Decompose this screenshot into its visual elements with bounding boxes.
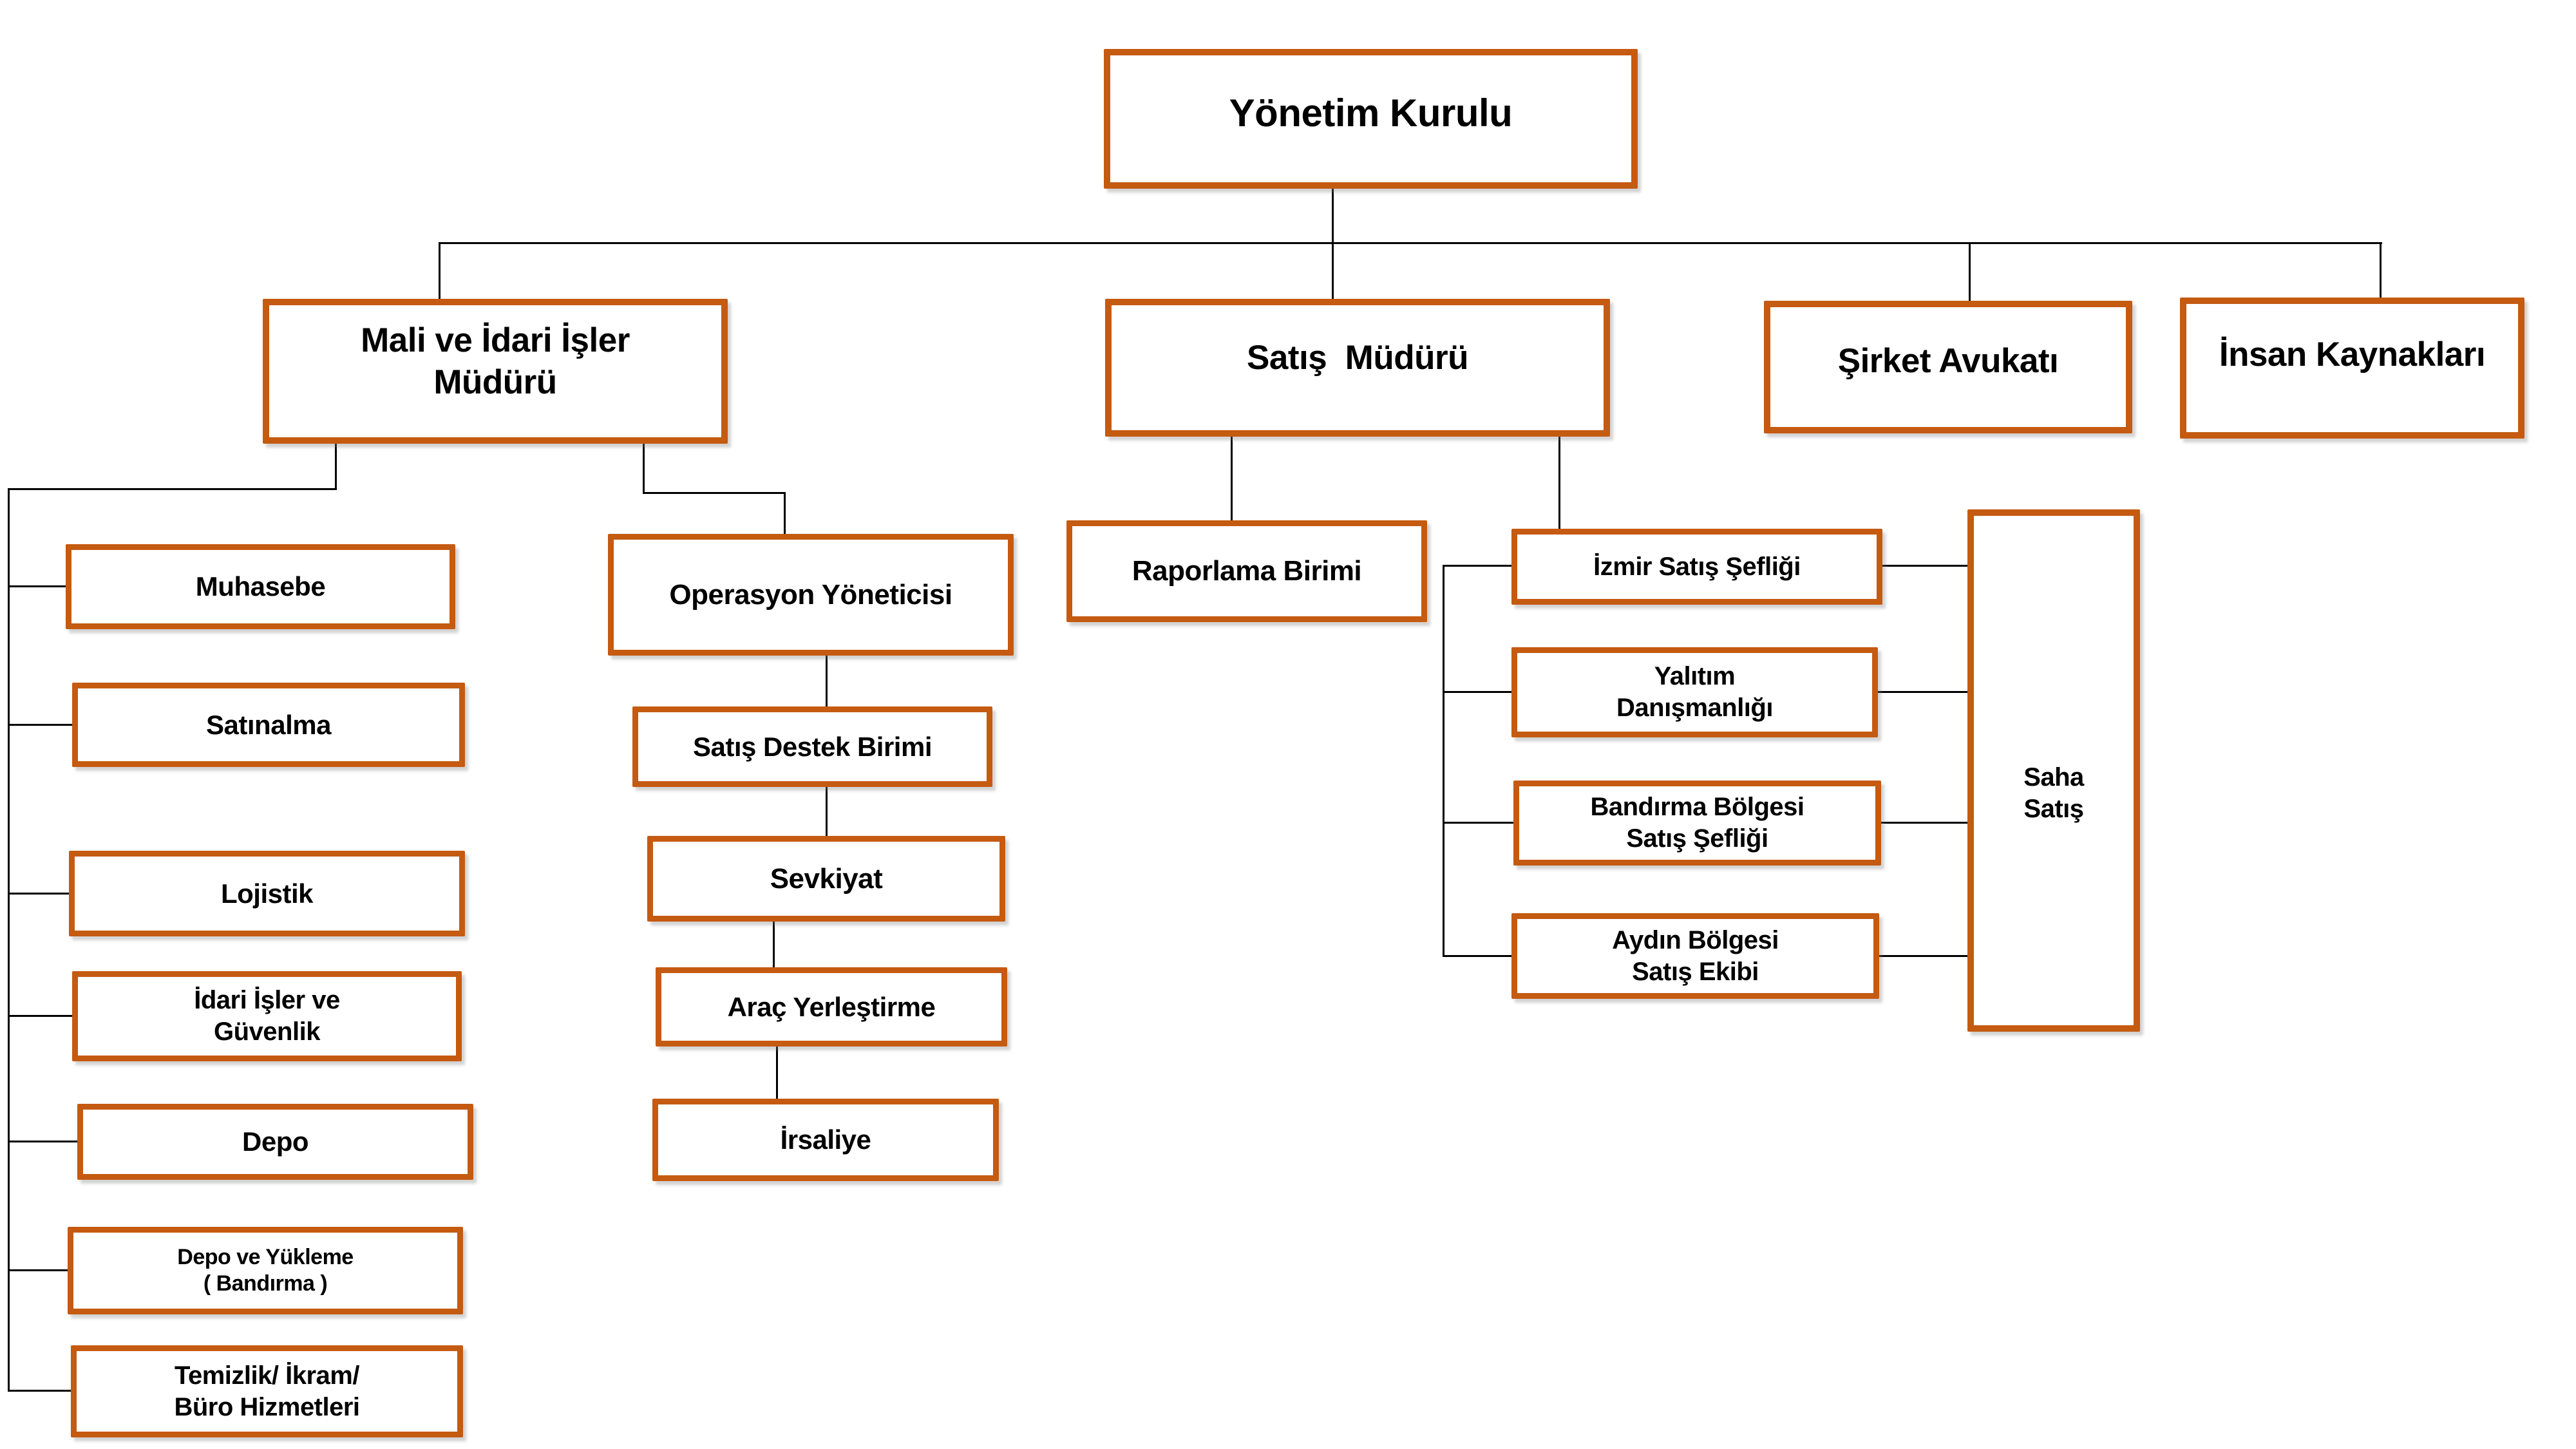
- connector-mali-left-horizontal: [8, 488, 337, 490]
- node-aydin-bolgesi-satis-ekibi: Aydın Bölgesi Satış Ekibi: [1511, 913, 1879, 999]
- connector-stub-muhasebe: [8, 585, 67, 587]
- node-label: Satış Destek Birimi: [692, 731, 933, 762]
- node-label: Depo ve Yükleme ( Bandırma ): [177, 1244, 354, 1296]
- connector-mali-left-spine: [8, 488, 10, 1391]
- node-label: Muhasebe: [195, 571, 326, 602]
- connector-top-horizontal: [439, 242, 2382, 244]
- connector-sdestek-sevkiyat: [826, 787, 828, 836]
- node-saha-satis: Saha Satış: [1967, 509, 2140, 1032]
- node-satinalma: Satınalma: [72, 683, 465, 767]
- node-label: Mali ve İdari İşler Müdürü: [361, 321, 630, 401]
- node-label: Şirket Avukatı: [1837, 341, 2059, 380]
- connector-mali-right-horizontal: [643, 492, 786, 494]
- node-label: Saha Satış: [2023, 762, 2084, 823]
- connector-drop-insan: [2380, 242, 2382, 299]
- connector-operasyon-top: [784, 492, 786, 534]
- connector-stub-lojistik: [8, 893, 70, 895]
- connector-satis-raporlama: [1231, 437, 1233, 520]
- node-label: Operasyon Yöneticisi: [669, 578, 952, 611]
- connector-mali-left-drop: [335, 444, 337, 490]
- node-label: Depo: [242, 1126, 309, 1157]
- node-idari-isler-guvenlik: İdari İşler ve Güvenlik: [72, 971, 462, 1061]
- node-izmir-satis-sefligi: İzmir Satış Şefliği: [1511, 529, 1882, 605]
- node-muhasebe: Muhasebe: [66, 544, 455, 629]
- connector-bandirma-saha: [1881, 822, 1967, 824]
- node-operasyon-yoneticisi: Operasyon Yöneticisi: [608, 534, 1014, 656]
- connector-stub-satinalma: [8, 724, 73, 726]
- connector-operasyon-sdestek: [826, 656, 828, 706]
- node-label: İzmir Satış Şefliği: [1593, 552, 1801, 581]
- node-label: Yalıtım Danışmanlığı: [1616, 662, 1773, 722]
- node-mali-idari-isler-muduru: Mali ve İdari İşler Müdürü: [263, 299, 728, 444]
- connector-stub-yalitim: [1443, 691, 1511, 693]
- node-irsaliye: İrsaliye: [652, 1099, 999, 1181]
- node-raporlama-birimi: Raporlama Birimi: [1066, 520, 1427, 622]
- connector-arac-irsaliye: [776, 1046, 778, 1099]
- node-label: Lojistik: [220, 878, 314, 909]
- connector-drop-sirket: [1969, 242, 1971, 302]
- node-label: Satınalma: [206, 709, 331, 740]
- node-sevkiyat: Sevkiyat: [647, 836, 1005, 922]
- node-label: Sevkiyat: [770, 862, 883, 895]
- connector-stub-idari: [8, 1015, 73, 1017]
- node-label: İdari İşler ve Güvenlik: [194, 986, 340, 1046]
- node-label: Araç Yerleştirme: [727, 991, 936, 1022]
- node-label: Yönetim Kurulu: [1229, 91, 1513, 135]
- connector-stub-depo: [8, 1141, 79, 1142]
- node-lojistik: Lojistik: [69, 851, 465, 936]
- connector-stub-bandirma: [1443, 822, 1513, 824]
- node-label: Raporlama Birimi: [1132, 555, 1362, 587]
- node-bandirma-bolgesi-satis-sefligi: Bandırma Bölgesi Satış Şefliği: [1513, 781, 1881, 866]
- node-yonetim-kurulu: Yönetim Kurulu: [1104, 49, 1638, 189]
- node-label: Aydın Bölgesi Satış Ekibi: [1612, 925, 1779, 986]
- node-depo: Depo: [77, 1104, 473, 1180]
- node-label: İnsan Kaynakları: [2219, 336, 2486, 374]
- connector-stub-izmir: [1443, 565, 1511, 567]
- node-depo-yukleme-bandirma: Depo ve Yükleme ( Bandırma ): [68, 1227, 463, 1314]
- connector-aydin-saha: [1879, 955, 1967, 957]
- node-sirket-avukati: Şirket Avukatı: [1764, 301, 2132, 433]
- connector-sevkiyat-arac: [773, 922, 775, 967]
- connector-stub-temizlik: [8, 1390, 72, 1392]
- node-satis-muduru: Satış Müdürü: [1105, 299, 1610, 437]
- node-satis-destek-birimi: Satış Destek Birimi: [632, 706, 992, 787]
- connector-drop-mali: [439, 242, 440, 301]
- node-label: İrsaliye: [780, 1124, 871, 1155]
- node-yalitim-danismanligi: Yalıtım Danışmanlığı: [1511, 647, 1878, 737]
- node-label: Bandırma Bölgesi Satış Şefliği: [1590, 793, 1804, 853]
- node-label: Temizlik/ İkram/ Büro Hizmetleri: [174, 1361, 360, 1421]
- connector-stub-depo-yukleme: [8, 1269, 69, 1271]
- connector-yonetim-drop: [1332, 187, 1334, 300]
- connector-satis-izmir: [1558, 437, 1560, 529]
- connector-satis-spine: [1443, 565, 1444, 957]
- node-arac-yerlestirme: Araç Yerleştirme: [656, 967, 1007, 1046]
- node-temizlik-ikram-buro: Temizlik/ İkram/ Büro Hizmetleri: [71, 1345, 463, 1437]
- node-label: Satış Müdürü: [1247, 338, 1468, 377]
- connector-stub-aydin: [1443, 955, 1511, 957]
- node-insan-kaynaklari: İnsan Kaynakları: [2180, 298, 2524, 439]
- connector-mali-right-drop: [643, 444, 645, 494]
- connector-izmir-saha: [1882, 565, 1967, 567]
- connector-yalitim-saha: [1878, 691, 1967, 693]
